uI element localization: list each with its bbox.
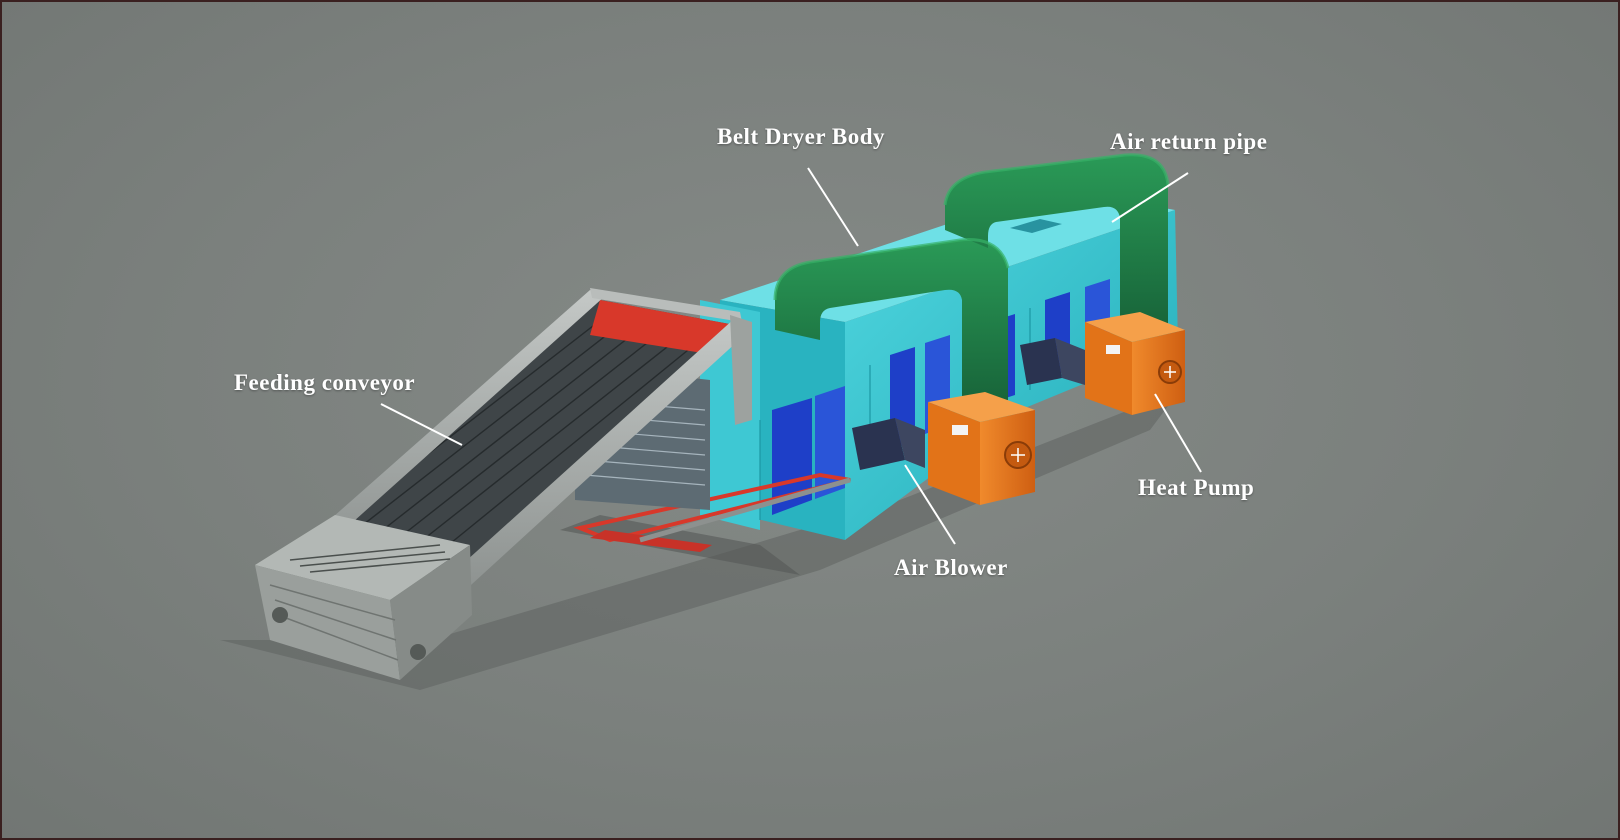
label-feeding-conveyor: Feeding conveyor <box>234 370 415 396</box>
label-air-return-pipe: Air return pipe <box>1110 129 1267 155</box>
label-belt-dryer-body: Belt Dryer Body <box>717 124 885 150</box>
leader-belt-dryer-body <box>808 168 858 246</box>
label-heat-pump: Heat Pump <box>1138 475 1254 501</box>
leader-heat-pump <box>1155 394 1201 472</box>
label-air-blower: Air Blower <box>894 555 1008 581</box>
